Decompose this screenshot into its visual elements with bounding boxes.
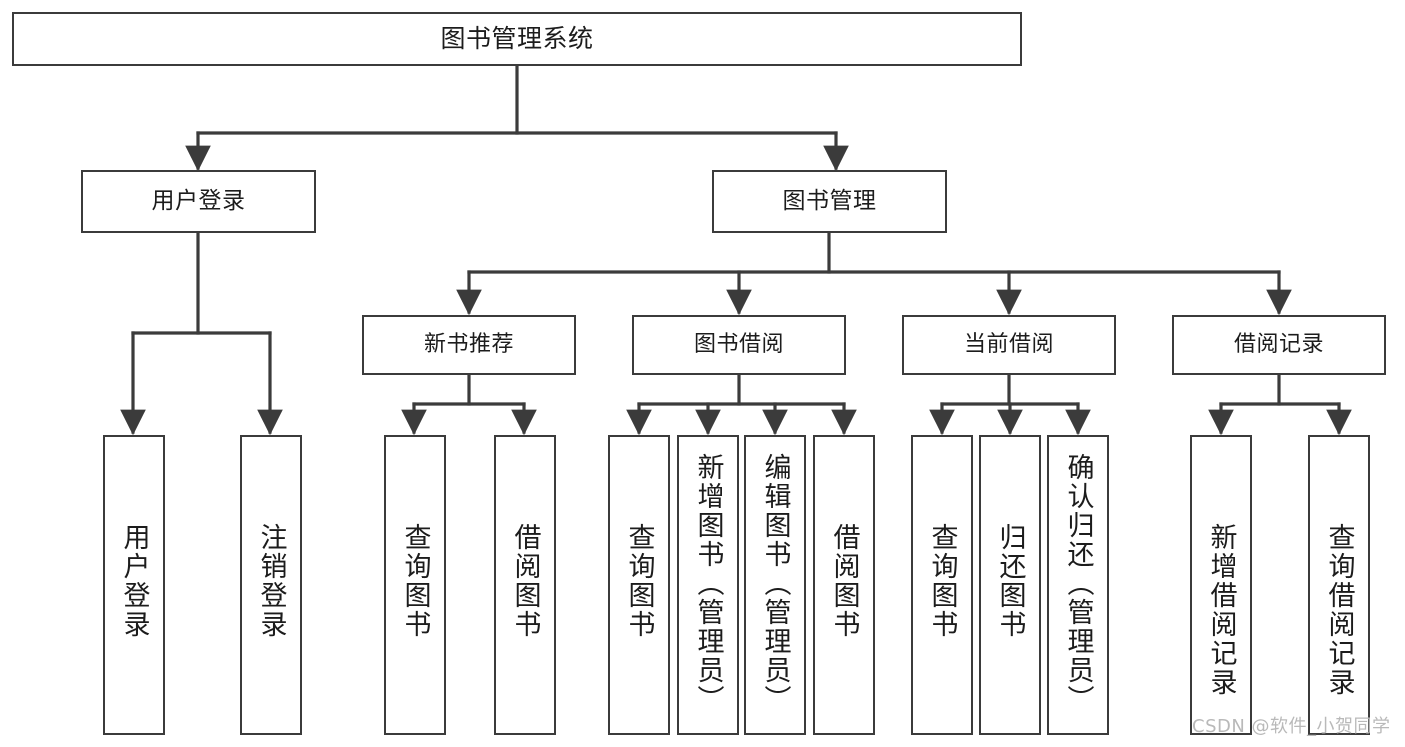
node-leaf-add-book[interactable]: 新增图书（管理员） — [677, 435, 739, 735]
node-label: 查询图书 — [399, 523, 431, 639]
node-label: 新增借阅记录 — [1205, 523, 1237, 697]
node-label: 查询图书 — [623, 523, 655, 639]
node-label: 新书推荐 — [423, 332, 514, 358]
node-label: 注销登录 — [255, 523, 287, 639]
node-label: 借阅图书 — [509, 523, 541, 639]
node-leaf-query-book-current[interactable]: 查询图书 — [911, 435, 973, 735]
csdn-watermark: CSDN @软件_小贺同学 — [1192, 716, 1391, 737]
node-user-login[interactable]: 用户登录 — [81, 170, 316, 233]
node-leaf-borrow-book[interactable]: 借阅图书 — [813, 435, 875, 735]
node-leaf-query-borrow-record[interactable]: 查询借阅记录 — [1308, 435, 1370, 735]
node-label: 查询图书 — [926, 523, 958, 639]
node-label: 用户登录 — [118, 523, 150, 639]
node-leaf-edit-book[interactable]: 编辑图书（管理员） — [744, 435, 806, 735]
node-leaf-user-logout[interactable]: 注销登录 — [240, 435, 302, 735]
node-label: 编辑图书（管理员） — [759, 453, 791, 714]
node-leaf-borrow-book-recommend[interactable]: 借阅图书 — [494, 435, 556, 735]
node-label: 借阅记录 — [1233, 332, 1324, 358]
node-leaf-user-login[interactable]: 用户登录 — [103, 435, 165, 735]
node-leaf-query-book-recommend[interactable]: 查询图书 — [384, 435, 446, 735]
node-leaf-return-book[interactable]: 归还图书 — [979, 435, 1041, 735]
node-new-book-recommendation[interactable]: 新书推荐 — [362, 315, 576, 375]
node-label: 图书借阅 — [693, 332, 784, 358]
node-label: 用户登录 — [151, 188, 246, 215]
node-leaf-confirm-return[interactable]: 确认归还（管理员） — [1047, 435, 1109, 735]
node-label: 确认归还（管理员） — [1062, 453, 1094, 714]
node-leaf-add-borrow-record[interactable]: 新增借阅记录 — [1190, 435, 1252, 735]
node-label: 查询借阅记录 — [1323, 523, 1355, 697]
node-leaf-query-book-borrow[interactable]: 查询图书 — [608, 435, 670, 735]
node-root-system[interactable]: 图书管理系统 — [12, 12, 1022, 66]
node-label: 新增图书（管理员） — [692, 453, 724, 714]
node-book-borrow[interactable]: 图书借阅 — [632, 315, 846, 375]
node-label: 图书管理系统 — [440, 23, 594, 53]
node-current-borrow[interactable]: 当前借阅 — [902, 315, 1116, 375]
node-borrow-record[interactable]: 借阅记录 — [1172, 315, 1386, 375]
node-label: 借阅图书 — [828, 523, 860, 639]
node-label: 当前借阅 — [963, 332, 1054, 358]
node-book-management[interactable]: 图书管理 — [712, 170, 947, 233]
node-label: 归还图书 — [994, 523, 1026, 639]
node-label: 图书管理 — [782, 188, 877, 215]
